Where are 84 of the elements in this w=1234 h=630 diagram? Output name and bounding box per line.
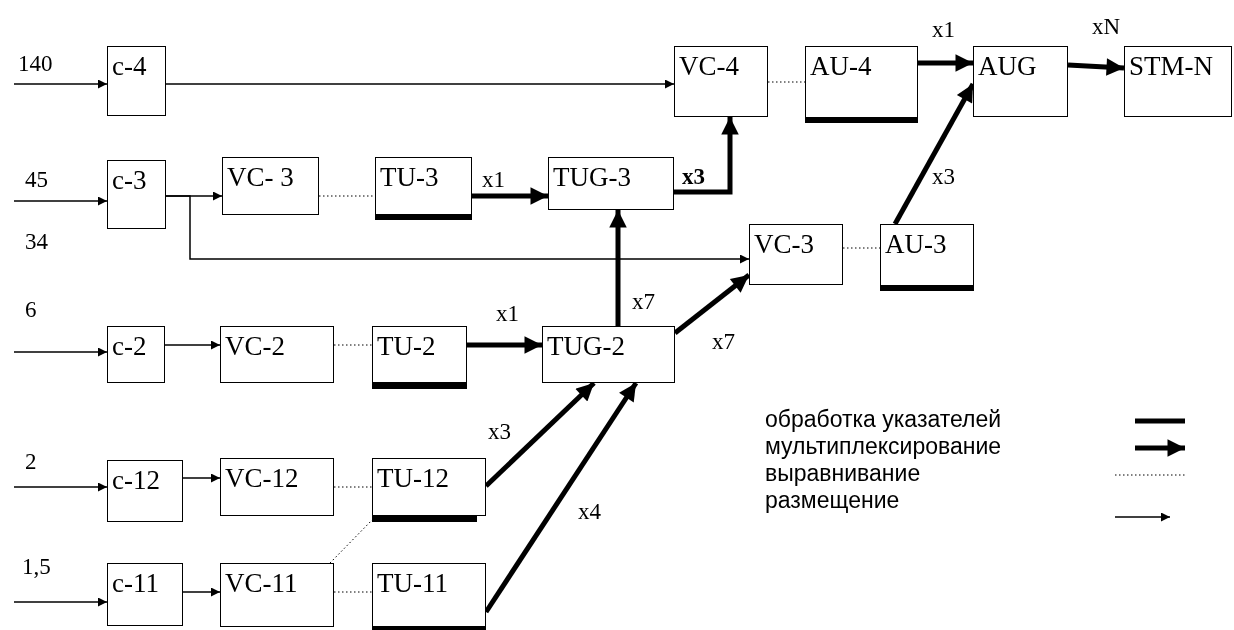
block-label: TU-3 (380, 164, 439, 191)
input-rate-label: 45 (25, 168, 48, 191)
arrow (13, 482, 108, 492)
block-label: AU-4 (810, 53, 872, 80)
arrow (918, 54, 973, 72)
block-label: c-4 (112, 53, 147, 80)
block-box (107, 326, 165, 383)
block-label: TU-12 (377, 465, 449, 492)
block-label: VC-11 (225, 570, 298, 597)
multiplex-factor-label: x7 (712, 330, 735, 353)
block-box (674, 46, 768, 117)
block-box (548, 157, 674, 210)
block-label: STM-N (1129, 53, 1213, 80)
block-label: VC-3 (754, 231, 814, 258)
input-rate-label: 34 (25, 230, 48, 253)
arrow (1067, 58, 1125, 76)
input-rate-label: 1,5 (22, 555, 51, 578)
multiplex-factor-label: x3 (932, 165, 955, 188)
arrow (182, 587, 221, 597)
block-label: TU-11 (377, 570, 448, 597)
block-label: VC-4 (679, 53, 739, 80)
block-label: c-3 (112, 167, 147, 194)
block-label: VC-2 (225, 333, 285, 360)
arrow (472, 187, 548, 205)
arrow (164, 340, 221, 350)
block-box (749, 224, 843, 285)
block-box (107, 460, 183, 522)
arrow (165, 79, 675, 89)
block-box (805, 46, 918, 117)
block-box (107, 160, 166, 229)
dotted-line (333, 486, 373, 488)
arrow (13, 196, 108, 206)
arrow (165, 195, 750, 264)
block-label: TUG-2 (547, 333, 625, 360)
multiplex-factor-label: x4 (578, 500, 601, 523)
multiplex-factor-label: xN (1092, 15, 1121, 38)
block-label: c-11 (112, 570, 159, 597)
block-label: AU-3 (885, 231, 947, 258)
block-box (375, 157, 472, 215)
multiplex-factor-label: x3 (488, 420, 511, 443)
block-box (372, 458, 486, 516)
block-box (107, 46, 166, 116)
dotted-line (333, 344, 373, 346)
block-label: AUG (978, 53, 1037, 80)
block-box (372, 563, 486, 627)
legend-text: мультиплексирование (765, 435, 1002, 458)
block-label: c-12 (112, 467, 160, 494)
block-box (107, 563, 183, 626)
legend-text: размещение (765, 489, 900, 512)
arrow (673, 273, 751, 335)
block-box (973, 46, 1068, 117)
arrow (467, 336, 542, 354)
block-box (220, 563, 334, 627)
multiplex-factor-label: x7 (632, 290, 655, 313)
arrow (13, 79, 108, 89)
legend-text: обработка указателей (765, 408, 1002, 431)
input-rate-label: 140 (18, 52, 53, 75)
block-box (220, 326, 334, 383)
multiplex-factor-label: x1 (496, 302, 519, 325)
arrow (674, 117, 739, 195)
block-box (372, 326, 467, 383)
input-rate-label: 2 (25, 450, 37, 473)
block-box (220, 458, 334, 516)
dotted-line (318, 195, 376, 197)
multiplex-factor-label: x1 (482, 168, 505, 191)
block-box (1124, 46, 1232, 117)
block-label: VC- 3 (227, 164, 294, 191)
block-label: c-2 (112, 333, 147, 360)
input-rate-label: 6 (25, 298, 37, 321)
multiplex-factor-label: x3 (682, 165, 705, 188)
block-label: VC-12 (225, 465, 299, 492)
arrow (13, 347, 108, 357)
legend-text: выравнивание (765, 462, 921, 485)
block-label: TUG-3 (553, 164, 631, 191)
block-box (542, 326, 675, 383)
arrow (609, 210, 627, 326)
block-box (222, 157, 319, 215)
block-box (880, 224, 974, 285)
block-label: TU-2 (377, 333, 436, 360)
arrow (182, 473, 221, 483)
dotted-line (333, 591, 373, 593)
arrow (484, 381, 596, 488)
multiplex-factor-label: x1 (932, 18, 955, 41)
arrow (13, 597, 108, 607)
